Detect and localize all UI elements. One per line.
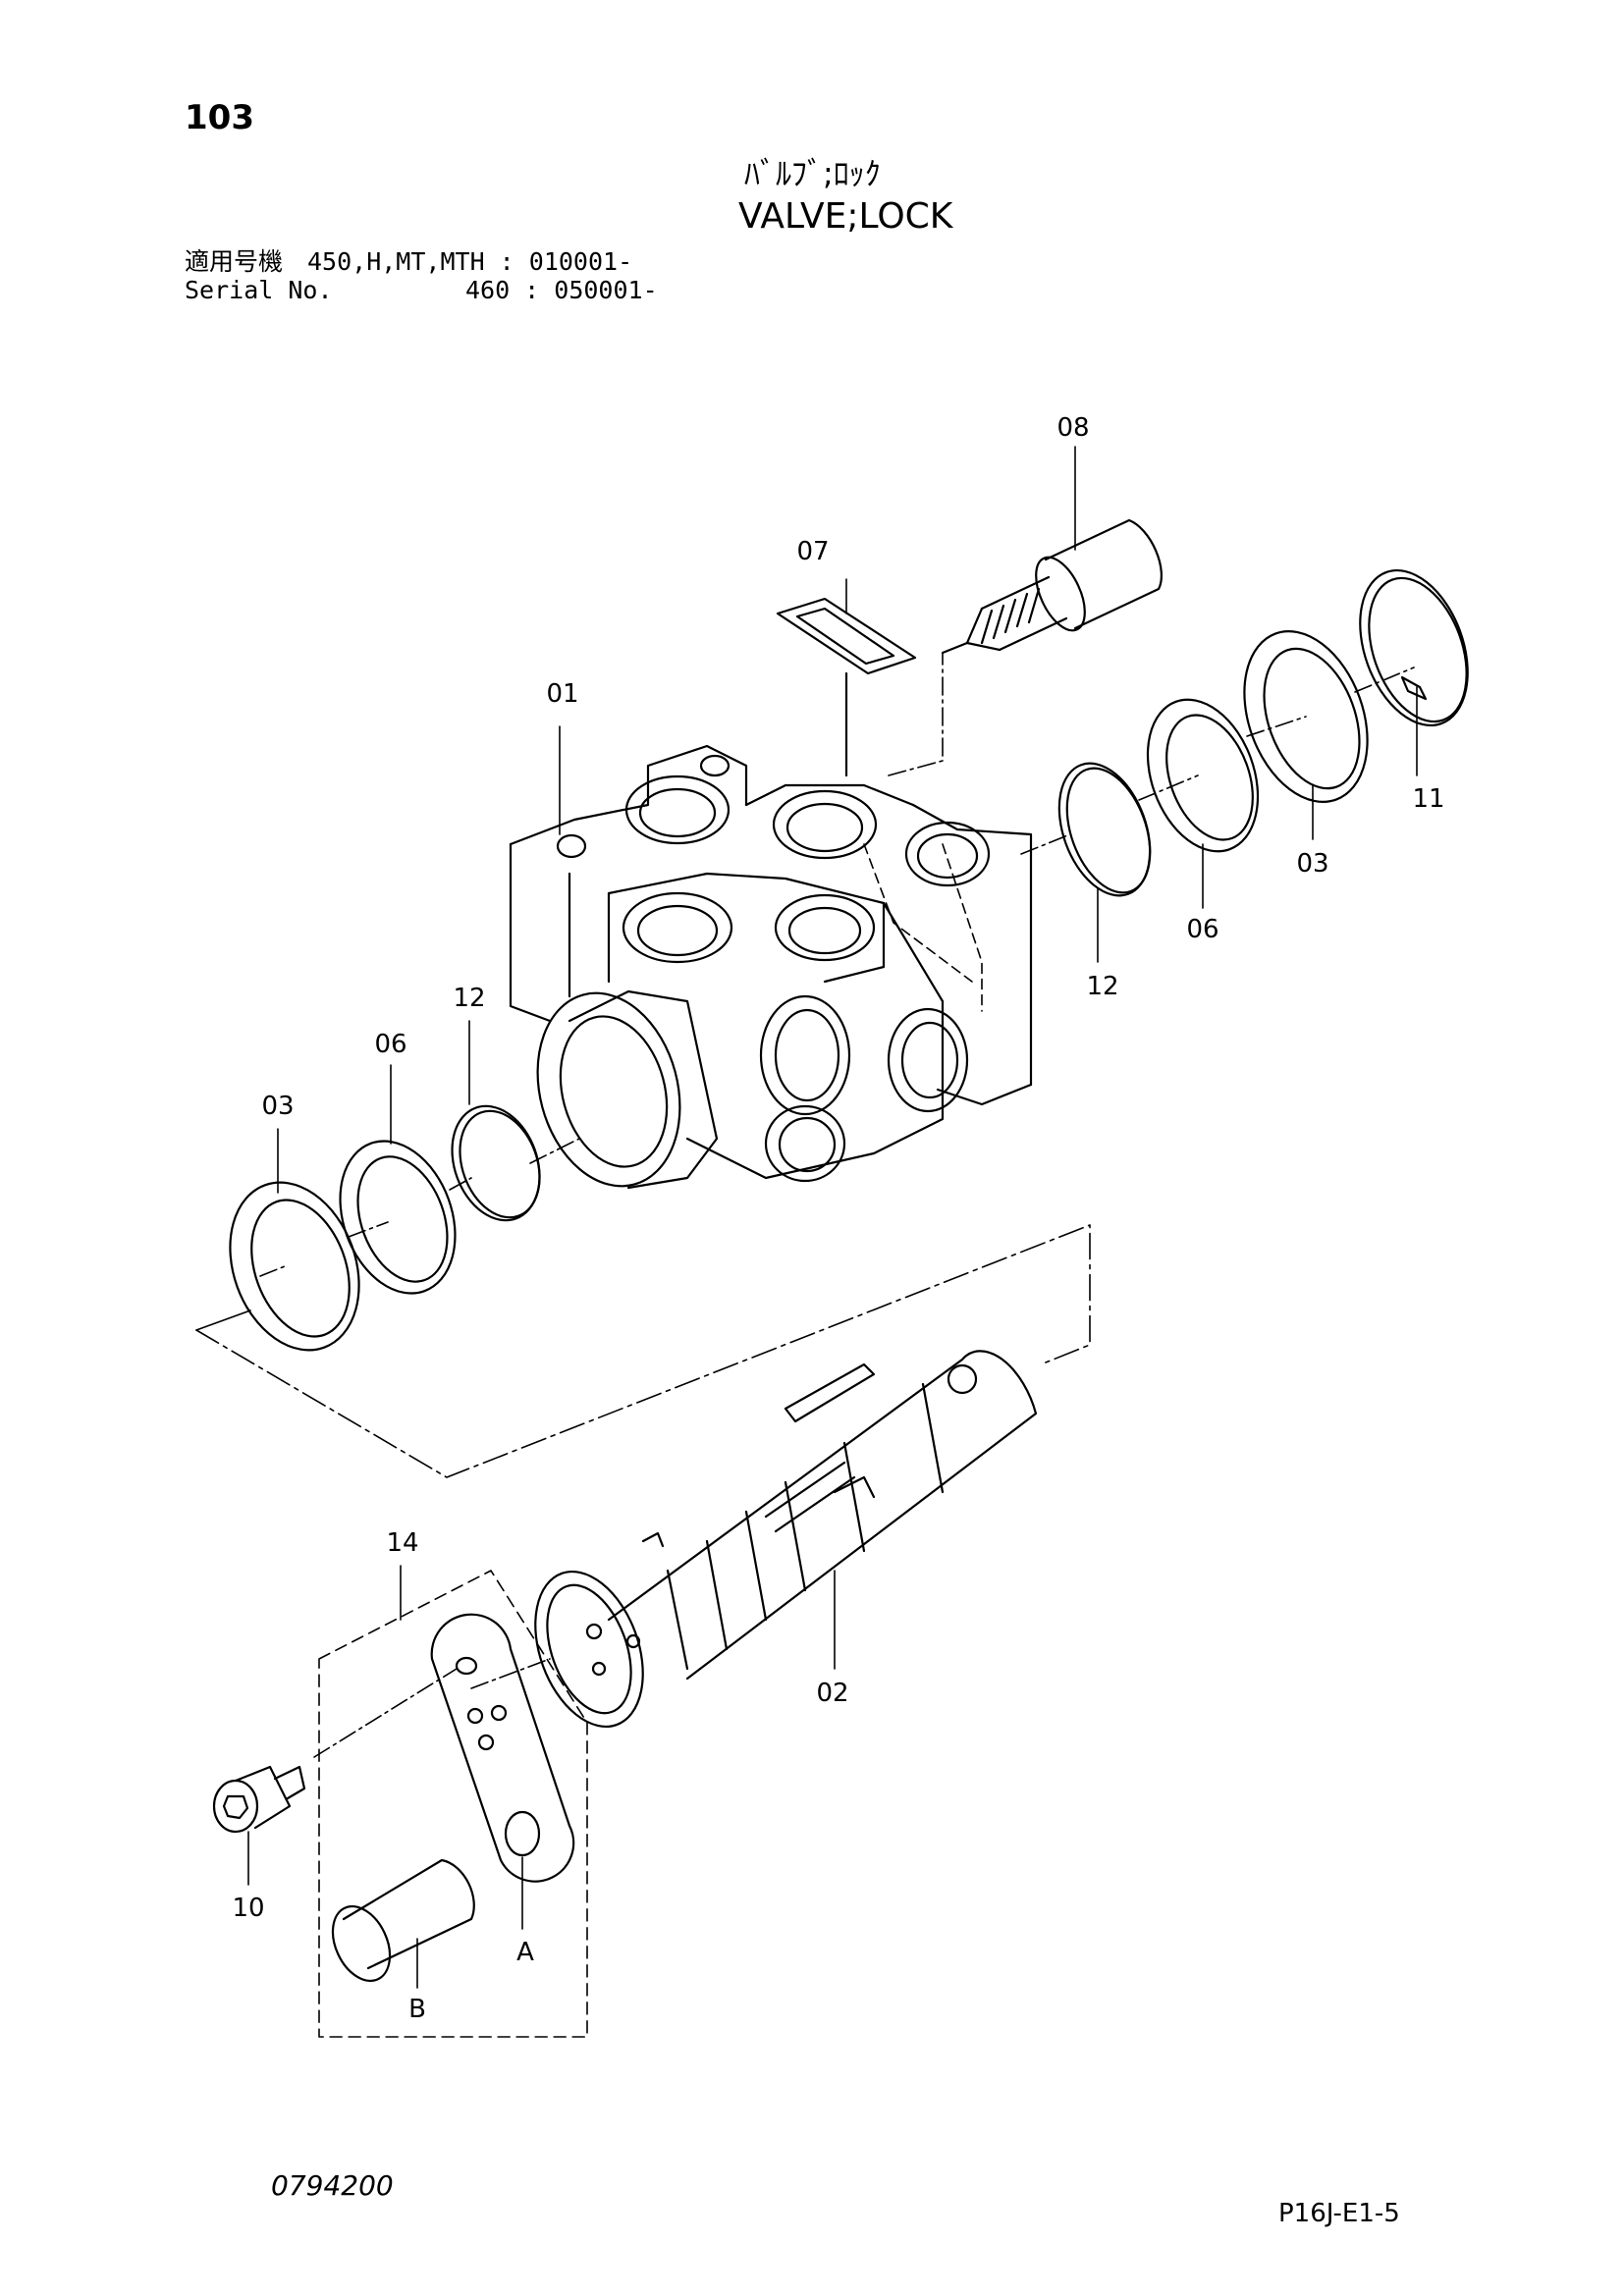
callout-01: 01 bbox=[546, 679, 578, 709]
callout-B: B bbox=[408, 1995, 426, 2024]
callout-06-right: 06 bbox=[1186, 915, 1218, 944]
callout-12-right: 12 bbox=[1086, 972, 1118, 1001]
part-A-lever bbox=[430, 1613, 575, 1883]
title-japanese: ﾊﾞﾙﾌﾞ;ﾛｯｸ bbox=[744, 155, 881, 192]
page-number: 103 bbox=[185, 98, 254, 137]
part-11-snap-ring bbox=[1359, 568, 1469, 727]
part-01-valve-body bbox=[509, 744, 1033, 1190]
part-03-ring-right bbox=[1243, 630, 1369, 803]
callout-03-right: 03 bbox=[1296, 849, 1328, 879]
part-12-oring-left bbox=[451, 1104, 541, 1222]
callout-02: 02 bbox=[816, 1679, 848, 1708]
callout-A: A bbox=[516, 1938, 534, 1967]
part-12-oring-right bbox=[1057, 762, 1152, 897]
part-02-spool bbox=[534, 1350, 1038, 1729]
callout-10: 10 bbox=[232, 1894, 264, 1923]
serial-applicability: 適用号機 450,H,MT,MTH : 010001-Serial No. 46… bbox=[185, 247, 658, 304]
serial-line-2: Serial No. 460 : 050001- bbox=[185, 276, 658, 304]
callout-03-left: 03 bbox=[261, 1092, 294, 1121]
drawing-number: 0794200 bbox=[271, 2169, 394, 2202]
part-B-pin bbox=[331, 1858, 475, 1982]
page-code: P16J-E1-5 bbox=[1278, 2199, 1400, 2228]
part-03-ring-left bbox=[229, 1181, 360, 1352]
callout-07: 07 bbox=[796, 537, 829, 566]
serial-line-1: 適用号機 450,H,MT,MTH : 010001- bbox=[185, 247, 633, 276]
part-06-ring-right bbox=[1146, 698, 1260, 853]
title-english: VALVE;LOCK bbox=[738, 196, 953, 237]
part-10-cap-screw bbox=[212, 1765, 306, 1834]
axis-plane-line bbox=[195, 1224, 1091, 1478]
part-14-assembly-box bbox=[318, 1570, 588, 2038]
part-08-bolt bbox=[941, 518, 1163, 655]
callout-06-left: 06 bbox=[374, 1030, 406, 1059]
part-07-plate bbox=[776, 597, 917, 777]
callout-11: 11 bbox=[1412, 784, 1444, 814]
callout-14: 14 bbox=[386, 1528, 418, 1558]
callout-12-left: 12 bbox=[453, 984, 485, 1013]
leader-lines bbox=[247, 446, 1418, 1989]
callout-08: 08 bbox=[1056, 413, 1089, 443]
